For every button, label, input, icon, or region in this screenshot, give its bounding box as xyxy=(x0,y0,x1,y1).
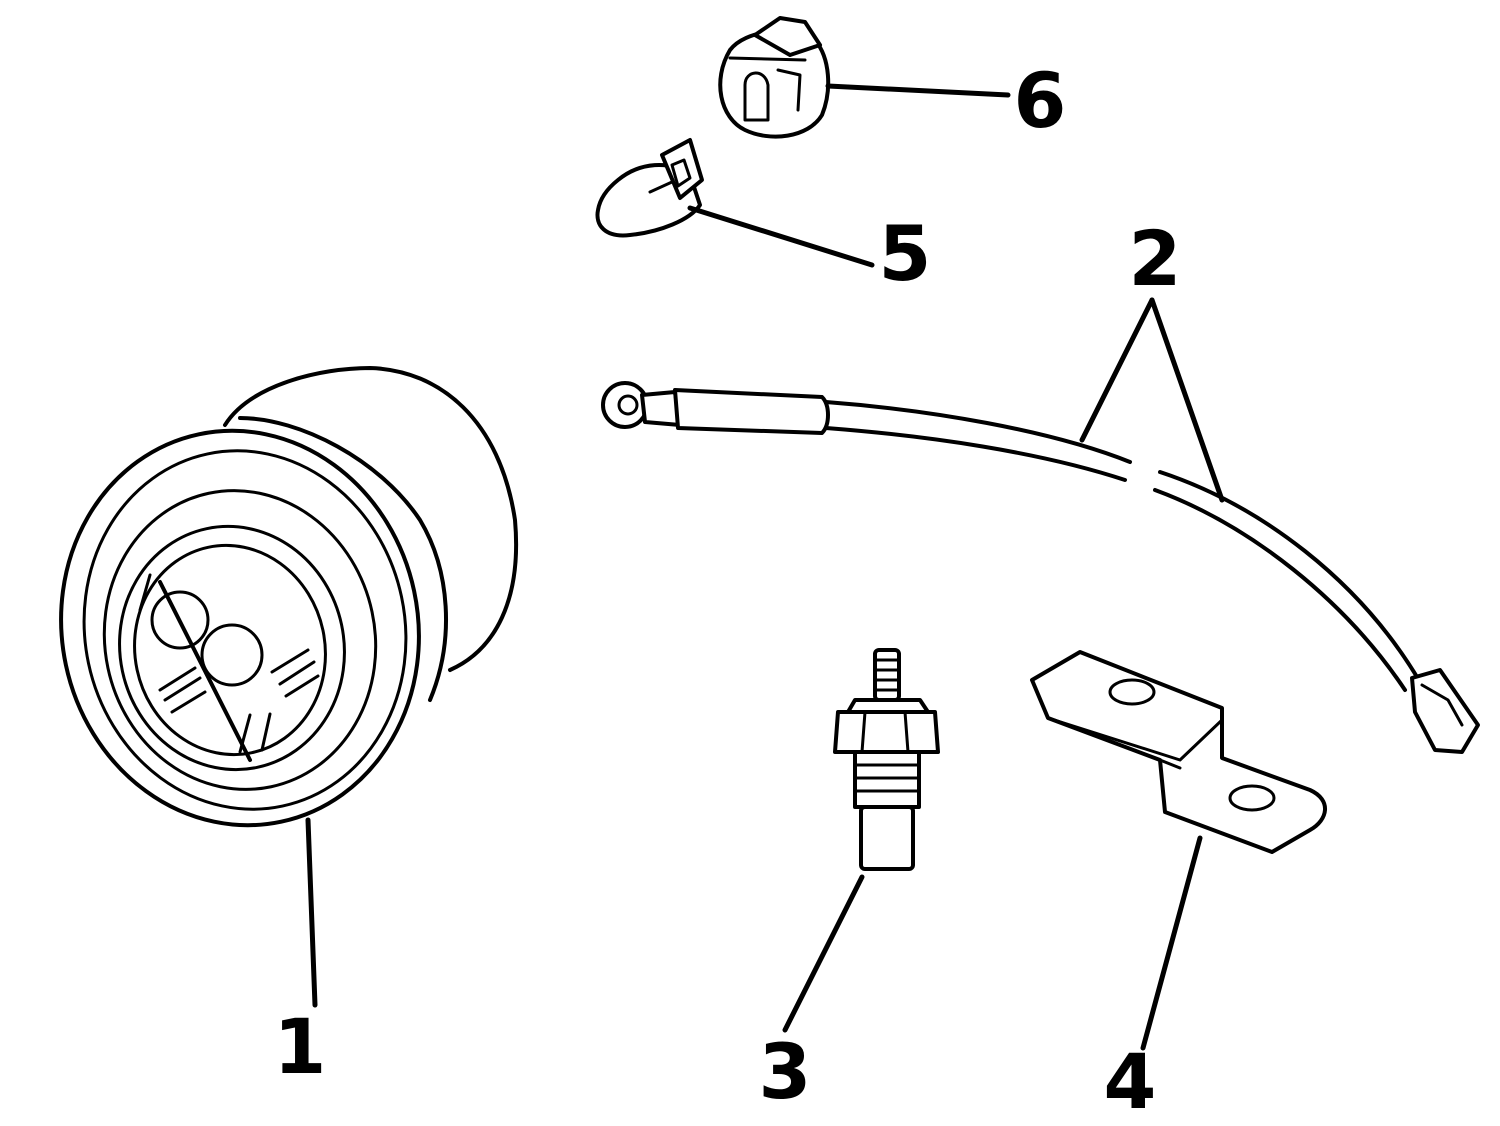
leader-2b xyxy=(1149,297,1225,503)
leader-2a xyxy=(1079,297,1155,443)
leader-1 xyxy=(305,817,318,1008)
callout-4: 4 xyxy=(1104,1037,1157,1126)
bulb-socket-icon[interactable] xyxy=(718,16,831,139)
callout-1: 1 xyxy=(274,1002,327,1091)
leader-lines xyxy=(305,83,1225,1051)
callout-3: 3 xyxy=(759,1027,812,1116)
leader-4 xyxy=(1140,835,1203,1051)
callout-6: 6 xyxy=(1014,56,1067,145)
leader-5 xyxy=(687,205,875,268)
wire-harness-icon[interactable] xyxy=(601,381,1480,754)
mounting-bracket-icon[interactable] xyxy=(1030,650,1327,854)
callout-5: 5 xyxy=(879,209,932,298)
bulb-icon[interactable] xyxy=(595,138,704,238)
leader-6 xyxy=(825,83,1011,98)
temperature-gauge-icon[interactable] xyxy=(25,366,518,859)
leader-3 xyxy=(782,874,865,1033)
temperature-sender-icon[interactable] xyxy=(833,648,940,871)
callout-labels: 1 2 3 4 5 6 xyxy=(274,56,1182,1126)
callout-2: 2 xyxy=(1129,214,1182,303)
